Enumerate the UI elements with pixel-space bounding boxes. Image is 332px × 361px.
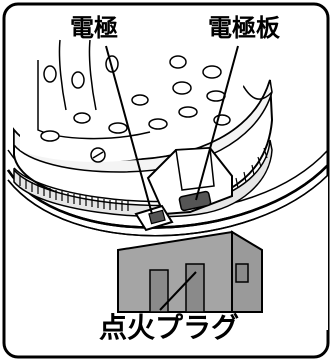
electrode [134,204,174,232]
electrode-leader [105,45,153,215]
electrode-plate [146,146,233,216]
electrode-plate-leader [195,45,239,201]
spark-plug-lower [117,230,263,313]
electrode-label: 電極 [68,14,120,42]
spark-plug-leader [159,271,197,311]
burner-cap [20,39,248,163]
electrode-plate-label: 電極板 [206,14,282,42]
spark-plug-label: 点火プラグ [97,311,242,344]
